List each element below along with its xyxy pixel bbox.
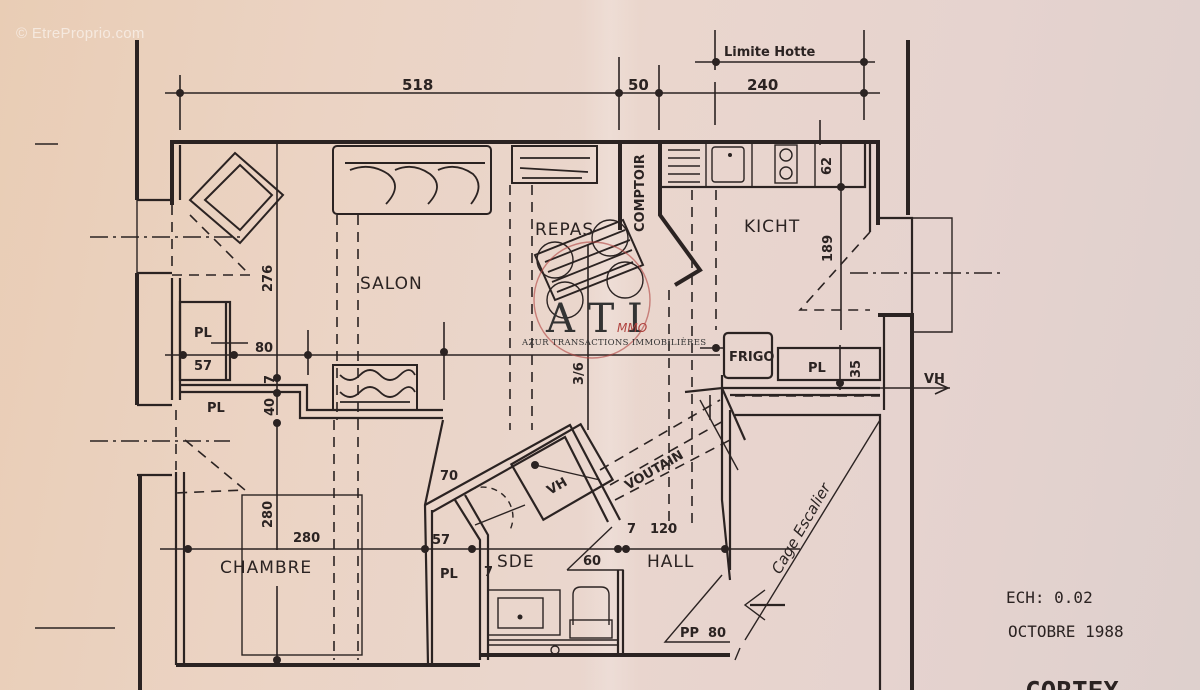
- hall-walls: [663, 375, 882, 690]
- dim-280-h: 280: [293, 531, 320, 546]
- title-block: ECH: 0.02 OCTOBRE 1988 CORTEX: [1006, 588, 1124, 690]
- dim-57-top: 57: [194, 359, 212, 374]
- dim-60: 60: [583, 554, 601, 569]
- dim-7-b: 7: [484, 565, 493, 580]
- armchair: [172, 151, 285, 276]
- dim-280-v: 280: [261, 501, 276, 528]
- signature-label: CORTEX: [1025, 677, 1119, 690]
- dim-40: 40: [263, 398, 278, 416]
- logo-letters: A T I: [545, 296, 643, 342]
- bath-walls: [423, 399, 731, 666]
- vh-inner-label: VH: [545, 475, 571, 498]
- pl-label-1: PL: [194, 326, 212, 341]
- shower-tray: [487, 589, 561, 636]
- top-dimension-lines: [165, 30, 880, 145]
- paper-fold-highlight: [580, 0, 640, 690]
- cooktop-icon: [774, 144, 798, 184]
- dim-57-bottom: 57: [432, 533, 450, 548]
- frigo-label: FRIGO: [729, 350, 774, 365]
- dim-7-c: 7: [627, 522, 636, 537]
- chambre-label: CHAMBRE: [220, 558, 312, 578]
- sideboard: [509, 145, 598, 430]
- dim-70: 70: [440, 469, 458, 484]
- logo-immo: MMO: [617, 321, 647, 335]
- pp-label: PP: [680, 626, 699, 641]
- sofa: [332, 145, 492, 420]
- dim-120: 120: [650, 522, 677, 537]
- dim-35: 35: [849, 360, 864, 378]
- dim-7-a: 7: [263, 375, 278, 384]
- dim-240: 240: [747, 76, 778, 94]
- dim-189: 189: [821, 235, 836, 262]
- comptoir-label: COMPTOIR: [633, 154, 648, 232]
- bathroom-fixtures: [487, 526, 625, 655]
- voutain-label: VOUTAIN: [623, 448, 687, 494]
- salon-label: SALON: [360, 274, 423, 294]
- bed: [174, 419, 363, 664]
- watermark: © EtreProprio.com: [16, 25, 145, 42]
- dim-62: 62: [820, 157, 835, 175]
- sink-icon: [711, 146, 745, 183]
- dim-pp-80: 80: [708, 626, 726, 641]
- toilet-icon: [572, 586, 610, 625]
- date-label: OCTOBRE 1988: [1008, 622, 1124, 641]
- drainer-icon: [668, 149, 700, 183]
- agency-logo: A T I MMO AZUR TRANSACTIONS IMMOBILIÈRES: [521, 241, 706, 359]
- dim-316: 3/6: [572, 362, 587, 385]
- vh-exit-label: VH: [924, 372, 945, 387]
- limite-hotte-label: Limite Hotte: [724, 45, 816, 60]
- hall-label: HALL: [647, 552, 694, 572]
- dim-518: 518: [402, 76, 433, 94]
- outer-walls: [35, 40, 1000, 690]
- repas-label: REPAS: [535, 220, 594, 240]
- dim-80: 80: [255, 341, 273, 356]
- sde-label: SDE: [497, 552, 535, 572]
- pl-label-2: PL: [207, 401, 225, 416]
- kicht-label: KICHT: [744, 217, 800, 237]
- logo-subtitle: AZUR TRANSACTIONS IMMOBILIÈRES: [521, 336, 706, 348]
- pl-label-3: PL: [440, 567, 458, 582]
- dim-276: 276: [261, 265, 276, 292]
- dim-50: 50: [628, 76, 649, 94]
- cage-escalier-label: Cage Escalier: [768, 479, 835, 577]
- scale-label: ECH: 0.02: [1006, 588, 1093, 607]
- basin-icon: [497, 597, 544, 629]
- pl-label-kitchen: PL: [808, 361, 826, 376]
- dining-table: [533, 218, 645, 319]
- low-cabinet: [332, 364, 418, 411]
- kitchen-counter: [618, 140, 950, 395]
- fridge: [722, 331, 774, 380]
